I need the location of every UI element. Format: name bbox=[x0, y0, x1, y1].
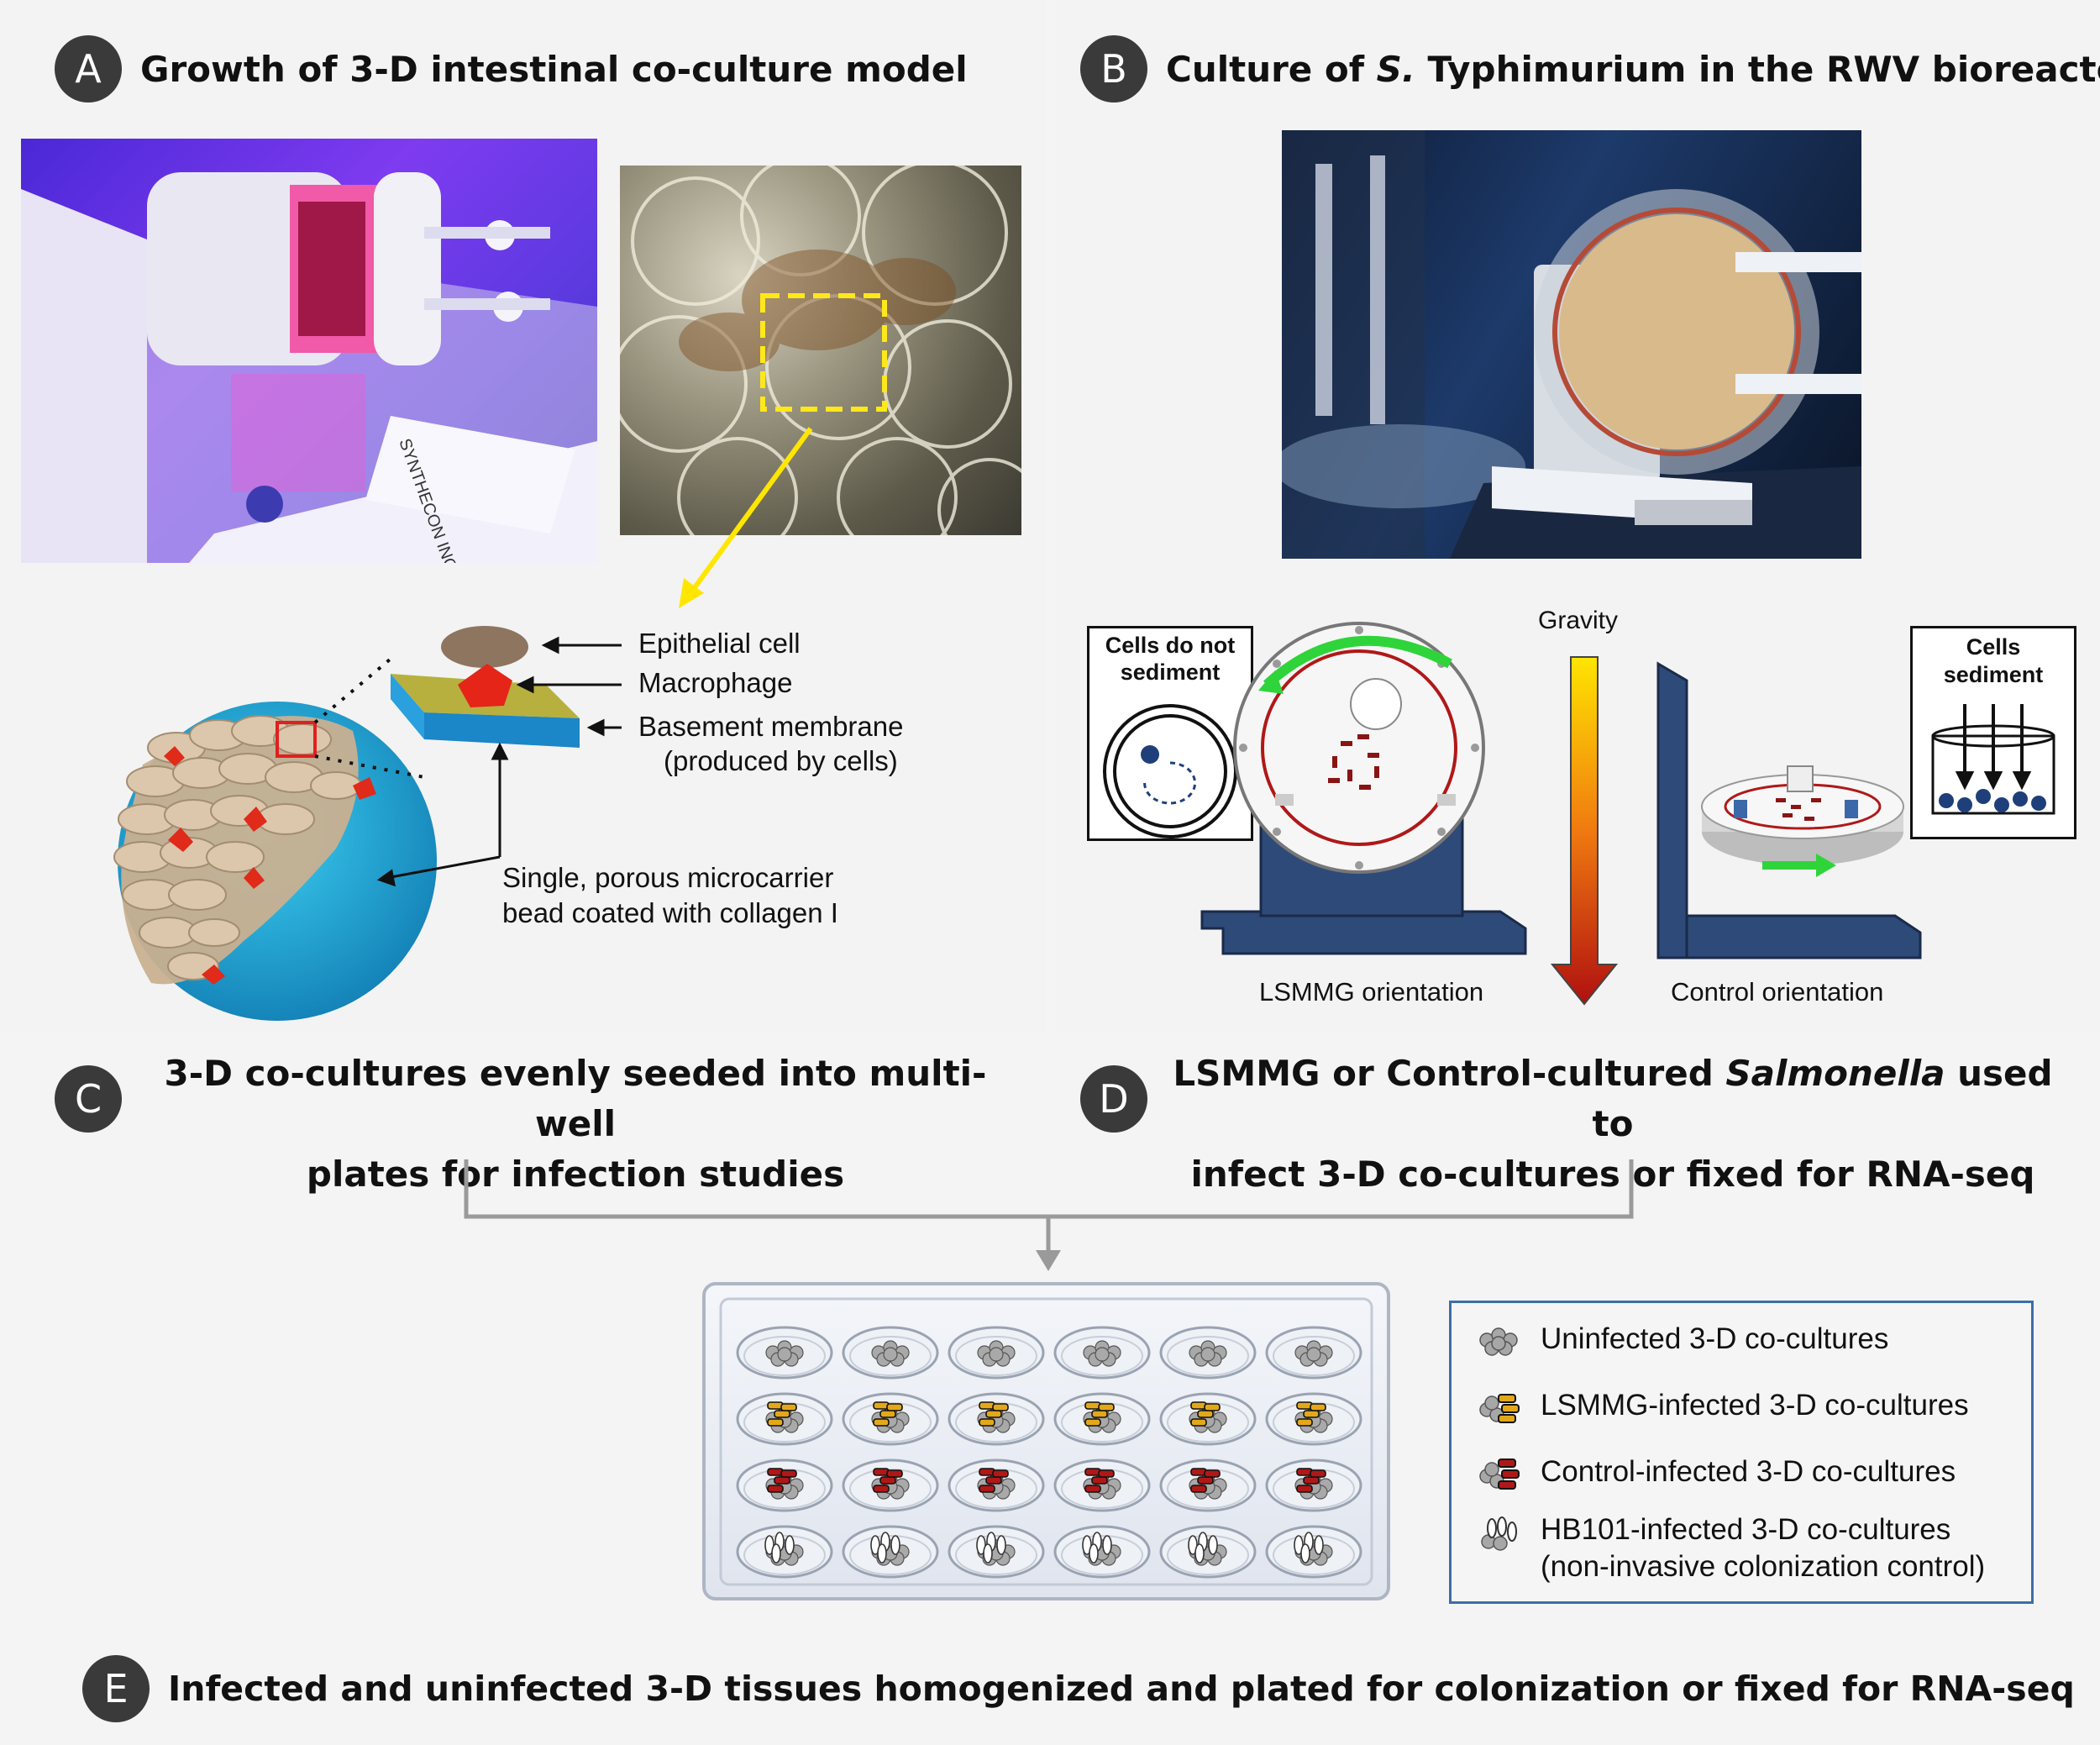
panel-c-line1: 3-D co-cultures evenly seeded into multi… bbox=[164, 1053, 987, 1144]
lsmmg-bioreactor-drawing bbox=[1200, 622, 1922, 959]
well-uninfected bbox=[1265, 1326, 1362, 1380]
panel-e-badge: E bbox=[82, 1655, 150, 1722]
panel-b-title-pre: Culture of bbox=[1166, 48, 1377, 90]
well-lsmmg bbox=[1265, 1392, 1362, 1446]
cells-sediment-label: Cells sediment bbox=[1943, 634, 2044, 687]
well-control bbox=[1159, 1459, 1257, 1512]
well-lsmmg bbox=[1053, 1392, 1151, 1446]
well-hb101 bbox=[1159, 1525, 1257, 1579]
well-uninfected bbox=[1053, 1326, 1151, 1380]
panel-c-badge: C bbox=[55, 1065, 122, 1133]
well-control bbox=[736, 1459, 833, 1512]
panel-d-line1-post: used to bbox=[1592, 1053, 2053, 1144]
well-hb101 bbox=[1053, 1525, 1151, 1579]
well-hb101 bbox=[1265, 1525, 1362, 1579]
panel-b-title-post: Typhimurium in the RWV bioreactor bbox=[1415, 48, 2100, 90]
panel-d-line1-italic: Salmonella bbox=[1725, 1053, 1945, 1094]
legend-item-hb101: HB101-infected 3-D co-cultures (non-inva… bbox=[1473, 1513, 1985, 1584]
panel-a-title: Growth of 3-D intestinal co-culture mode… bbox=[140, 48, 968, 90]
well-uninfected bbox=[948, 1326, 1045, 1380]
legend-label-lsmmg: LSMMG-infected 3-D co-cultures bbox=[1541, 1389, 1969, 1422]
cells-sediment-diagram bbox=[1931, 704, 2055, 815]
micrograph-photo bbox=[620, 166, 1021, 535]
legend-item-uninfected: Uninfected 3-D co-cultures bbox=[1473, 1318, 1888, 1360]
well-control bbox=[842, 1459, 939, 1512]
label-control-orientation: Control orientation bbox=[1671, 977, 1884, 1007]
well-uninfected bbox=[736, 1326, 833, 1380]
well-lsmmg bbox=[948, 1392, 1045, 1446]
micrograph-art bbox=[620, 166, 1021, 535]
well-control bbox=[1265, 1459, 1362, 1512]
label-bead-line1: Single, porous microcarrier bbox=[502, 862, 834, 893]
legend-label-control: Control-infected 3-D co-cultures bbox=[1541, 1455, 1956, 1488]
label-epithelial-cell: Epithelial cell bbox=[638, 628, 801, 659]
label-gravity: Gravity bbox=[1538, 607, 1619, 634]
well-control bbox=[948, 1459, 1045, 1512]
hb101-infected-icon bbox=[1481, 1516, 1517, 1551]
yellow-arrow bbox=[679, 427, 813, 608]
well-control bbox=[1053, 1459, 1151, 1512]
label-macrophage: Macrophage bbox=[638, 667, 793, 698]
legend-label-hb101-sub: (non-invasive colonization control) bbox=[1541, 1550, 1986, 1583]
uninfected-icon bbox=[1479, 1327, 1518, 1356]
panel-b-title-italic: S. bbox=[1376, 48, 1415, 90]
panel-d-line1: LSMMG or Control-cultured Salmonella use… bbox=[1151, 1049, 2075, 1149]
label-lsmmg-orientation: LSMMG orientation bbox=[1259, 977, 1484, 1007]
well-lsmmg bbox=[736, 1392, 833, 1446]
cells-not-sediment-diagram bbox=[1103, 704, 1237, 838]
cells-not-sediment-box: Cells do not sediment bbox=[1087, 626, 1253, 841]
panel-e-heading: E Infected and uninfected 3-D tissues ho… bbox=[82, 1655, 2075, 1722]
legend-label-uninfected: Uninfected 3-D co-cultures bbox=[1541, 1322, 1889, 1355]
panel-a: A Growth of 3-D intestinal co-culture mo… bbox=[0, 0, 1046, 1033]
legend-label-hb101: HB101-infected 3-D co-cultures bbox=[1541, 1513, 1951, 1546]
panel-c-line2: plates for infection studies bbox=[306, 1154, 845, 1195]
panel-a-badge: A bbox=[55, 35, 122, 102]
legend-box: Uninfected 3-D co-cultures LSMMG-infecte… bbox=[1449, 1301, 2034, 1604]
control-infected-icon bbox=[1479, 1459, 1520, 1490]
label-basement-membrane: Basement membrane bbox=[638, 711, 904, 742]
well-hb101 bbox=[948, 1525, 1045, 1579]
panel-b: B Culture of S. Typhimurium in the RWV b… bbox=[1055, 0, 2100, 1033]
bead-diagram bbox=[113, 626, 622, 1021]
panel-e-title: Infected and uninfected 3-D tissues homo… bbox=[168, 1669, 2075, 1709]
panel-c-heading: 3-D co-cultures evenly seeded into multi… bbox=[134, 1049, 1016, 1200]
gravity-arrow bbox=[1550, 656, 1619, 1006]
well-lsmmg bbox=[842, 1392, 939, 1446]
label-basement-membrane-sub: (produced by cells) bbox=[664, 745, 898, 776]
panel-d-line2: infect 3-D co-cultures or fixed for RNA-… bbox=[1190, 1154, 2035, 1195]
rwv-photo-art bbox=[1282, 130, 1861, 559]
label-bead-line2: bead coated with collagen I bbox=[502, 897, 838, 928]
cells-not-sediment-label: Cells do not sediment bbox=[1105, 633, 1236, 685]
panel-d-badge: D bbox=[1080, 1065, 1147, 1133]
rwv-bioreactor-photo bbox=[1282, 130, 1861, 559]
cells-sediment-box: Cells sediment bbox=[1910, 626, 2076, 839]
well-lsmmg bbox=[1159, 1392, 1257, 1446]
panel-d-line1-pre: LSMMG or Control-cultured bbox=[1173, 1053, 1726, 1094]
panel-b-title: Culture of S. Typhimurium in the RWV bio… bbox=[1166, 49, 2100, 90]
lsmmg-infected-icon bbox=[1479, 1394, 1520, 1423]
well-uninfected bbox=[1159, 1326, 1257, 1380]
panel-d-heading: LSMMG or Control-cultured Salmonella use… bbox=[1151, 1049, 2075, 1200]
well-uninfected bbox=[842, 1326, 939, 1380]
well-hb101 bbox=[736, 1525, 833, 1579]
legend-item-control: Control-infected 3-D co-cultures bbox=[1473, 1451, 1956, 1493]
bioreactor-photo-art: SYNTHECON INC bbox=[21, 172, 597, 563]
panel-b-heading: B Culture of S. Typhimurium in the RWV b… bbox=[1080, 35, 2100, 102]
bioreactor-photo: SYNTHECON INC bbox=[21, 139, 597, 563]
well-hb101 bbox=[842, 1525, 939, 1579]
panel-a-heading: A Growth of 3-D intestinal co-culture mo… bbox=[55, 35, 968, 102]
panel-b-badge: B bbox=[1080, 35, 1147, 102]
legend-item-lsmmg: LSMMG-infected 3-D co-cultures bbox=[1473, 1385, 1969, 1427]
